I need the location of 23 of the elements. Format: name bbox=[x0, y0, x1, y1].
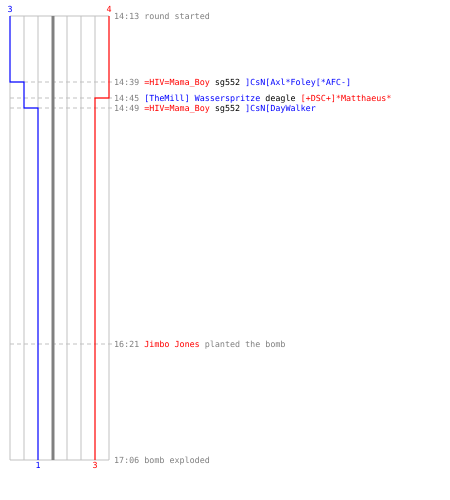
player-name: [TheMill] Wasserspritze bbox=[144, 93, 260, 103]
player-count: 3 bbox=[7, 5, 13, 14]
player-name: [+DSC+]*Matthaeus* bbox=[300, 93, 392, 103]
event-text: bomb exploded bbox=[144, 455, 210, 465]
timestamp: 17:06 bbox=[114, 455, 140, 465]
weapon-name: deagle bbox=[265, 93, 296, 103]
timestamp: 14:49 bbox=[114, 103, 140, 113]
timestamp: 14:13 bbox=[114, 11, 140, 21]
timestamp: 14:45 bbox=[114, 93, 140, 103]
player-name: =HIV=Mama_Boy bbox=[144, 77, 210, 87]
timestamp: 16:21 bbox=[114, 339, 140, 349]
player-count: 3 bbox=[92, 461, 98, 470]
player-count: 4 bbox=[106, 5, 112, 14]
player-name: =HIV=Mama_Boy bbox=[144, 103, 210, 113]
weapon-name: sg552 bbox=[214, 77, 240, 87]
weapon-name: sg552 bbox=[214, 103, 240, 113]
event-text: planted the bomb bbox=[204, 339, 286, 349]
event-text: round started bbox=[144, 11, 210, 21]
timestamp: 14:39 bbox=[114, 77, 140, 87]
player-name: ]CsN[Axl*Foley[*AFC-] bbox=[245, 77, 352, 87]
player-count: 1 bbox=[35, 461, 41, 470]
player-name: ]CsN[DayWalker bbox=[245, 103, 316, 113]
player-name: Jimbo Jones bbox=[144, 339, 200, 349]
